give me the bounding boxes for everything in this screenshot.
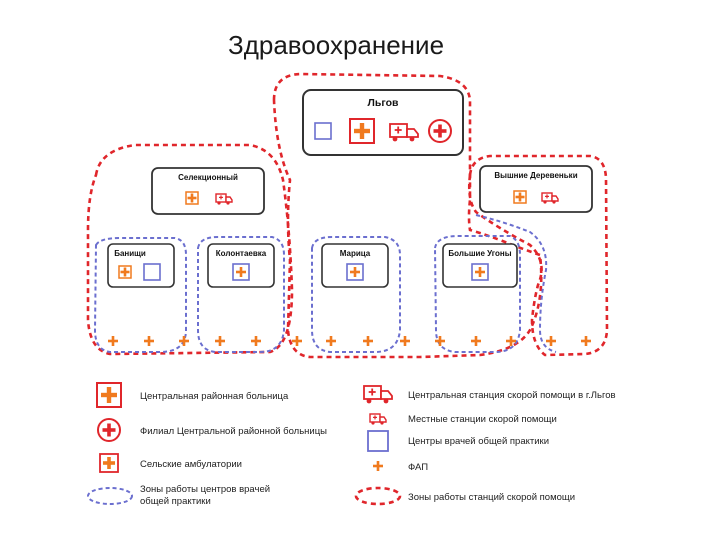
legend: Центральная районная больница Филиал Цен… (87, 382, 616, 507)
fap-icon (215, 336, 225, 346)
fap-icon (471, 336, 481, 346)
settlement-label-kolontaevka: Колонтаевка (216, 249, 267, 258)
rural-ambulatory-icon (118, 265, 132, 279)
settlement-label-marica: Марица (340, 249, 371, 258)
settlement-label-selekcionny: Селекционный (178, 173, 238, 182)
fap-icon (400, 336, 410, 346)
legend-branch-icon (97, 418, 121, 442)
gp-center-icon (314, 122, 332, 140)
legend-fap-label: ФАП (408, 462, 428, 473)
settlement-label-bolshie-ugony: Большие Угоны (448, 249, 511, 258)
fap-icon (179, 336, 189, 346)
legend-ambulance-zone-icon (354, 486, 402, 506)
gp-zone-kolontaevka (197, 236, 285, 353)
fap-icon (292, 336, 302, 346)
rural-ambulatory-icon (185, 191, 199, 205)
legend-branch-label: Филиал Центральной районной больницы (140, 426, 327, 437)
settlement-box-lgov (302, 89, 464, 156)
page-title: Здравоохранение (228, 30, 445, 60)
settlement-box-vyshnie (479, 165, 593, 213)
fap-icon (108, 336, 118, 346)
fap-icon (251, 336, 261, 346)
central-hospital-icon (349, 118, 375, 144)
settlement-label-banishchi: Банищи (114, 249, 146, 258)
fap-icon (363, 336, 373, 346)
settlement-label-lgov: Льгов (368, 97, 399, 109)
gp-zone-bolshie-ugony (433, 235, 521, 353)
fap-icon (144, 336, 154, 346)
rural-ambulatory-icon (513, 190, 527, 204)
legend-local-ambulance-label: Местные станции скорой помощи (408, 414, 557, 425)
settlement-label-vyshnie: Вышние Деревеньки (494, 171, 577, 180)
legend-crb-label: Центральная районная больница (140, 391, 289, 402)
legend-central-ambulance-label: Центральная станция скорой помощи в г.Ль… (408, 390, 616, 401)
legend-fap-icon (373, 461, 383, 471)
settlement-box-selekcionny (151, 167, 265, 215)
hospital-branch-icon (428, 119, 452, 143)
fap-icon (326, 336, 336, 346)
legend-rural-icon (99, 453, 119, 473)
fap-icon (546, 336, 556, 346)
legend-gp-zone-icon (87, 487, 133, 505)
legend-local-ambulance-icon (369, 413, 387, 426)
legend-gp-center-label: Центры врачей общей практики (408, 436, 549, 447)
ambulance-zone-vyshnie (467, 154, 609, 357)
fap-icon (581, 336, 591, 346)
gp-center-icon (143, 263, 161, 281)
legend-gp-zones-line2: общей практики (140, 496, 211, 507)
legend-rural-label: Сельские амбулатории (140, 459, 242, 470)
gp-zone-banishchi (93, 237, 187, 353)
legend-central-ambulance-icon (363, 385, 393, 405)
legend-crb-icon (96, 382, 122, 408)
gp-zone-marica (311, 236, 401, 353)
legend-ambulance-zones-label: Зоны работы станций скорой помощи (408, 492, 575, 503)
legend-gp-center-icon (367, 430, 389, 452)
legend-gp-zones-line1: Зоны работы центров врачей (140, 484, 270, 495)
gp-zone-vyshnie (475, 214, 557, 353)
